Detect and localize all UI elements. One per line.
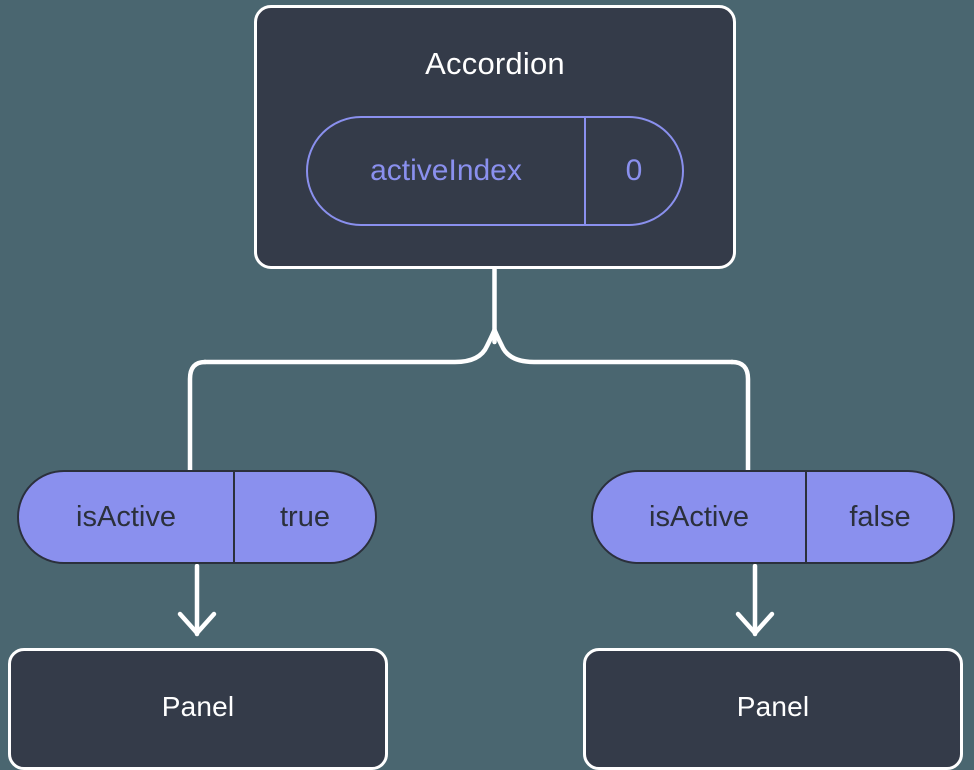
prop-pill-value-left: true xyxy=(233,472,375,562)
right-arrow-head xyxy=(735,611,775,636)
left-branch-line xyxy=(187,359,208,473)
panel-left-label: Panel xyxy=(161,691,235,722)
split-bar xyxy=(202,327,735,365)
prop-pill-is-active-true[interactable]: isActive true xyxy=(17,470,377,564)
node-panel-right[interactable]: Panel xyxy=(583,648,963,770)
prop-pill-is-active-false[interactable]: isActive false xyxy=(591,470,955,564)
node-panel-left[interactable]: Panel xyxy=(8,648,388,770)
state-pill-active-index[interactable]: activeIndex 0 xyxy=(306,116,684,226)
right-branch-line xyxy=(729,359,751,473)
prop-pill-key-left: isActive xyxy=(76,500,176,533)
state-pill-key: activeIndex xyxy=(370,154,522,187)
prop-pill-value-right: false xyxy=(805,472,953,562)
accordion-title: Accordion xyxy=(425,46,565,81)
left-arrow-head xyxy=(177,611,217,636)
panel-right-label: Panel xyxy=(736,691,810,722)
state-pill-value: 0 xyxy=(584,118,682,224)
prop-pill-key-right: isActive xyxy=(649,500,749,533)
